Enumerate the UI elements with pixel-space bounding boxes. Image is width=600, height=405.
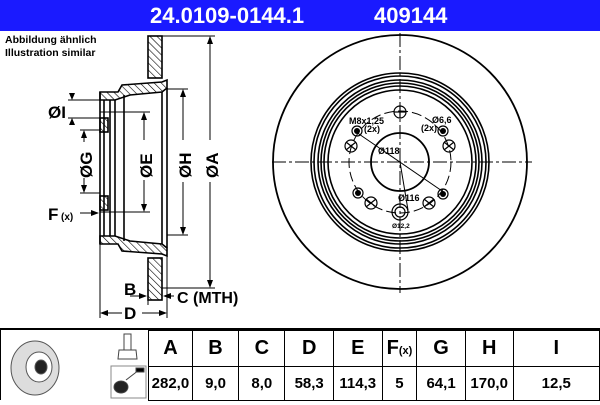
- value-C: 8,0: [238, 366, 286, 401]
- header-H: H: [464, 330, 514, 367]
- header-D: D: [284, 330, 334, 367]
- label-H: ØH: [176, 153, 195, 179]
- header-I: I: [512, 330, 600, 367]
- value-E: 114,3: [332, 366, 383, 401]
- reference-number: 409144: [374, 3, 448, 28]
- label-F: F: [48, 205, 58, 224]
- value-B: 9,0: [191, 366, 240, 401]
- label-E: ØE: [137, 153, 156, 178]
- label-bolt-hole: Ø12,2: [392, 223, 410, 230]
- header-G: G: [416, 330, 466, 367]
- technical-drawing: ØI ØG ØE ØH ØA F (x) B C (MTH) D: [48, 33, 532, 323]
- spec-value-row: 282,0 9,0 8,0 58,3 114,3 5 64,1 170,0 12…: [148, 366, 600, 401]
- brake-disc-icon: [10, 340, 60, 396]
- front-view: [272, 33, 532, 293]
- note-de: Abbildung ähnlich: [5, 34, 97, 46]
- label-C: C (MTH): [177, 290, 238, 307]
- label-F-sub: (x): [61, 212, 73, 223]
- title-bar: 24.0109-0144.1 409144: [0, 0, 600, 31]
- label-pcd-116: Ø116: [398, 193, 420, 203]
- value-H: 170,0: [464, 366, 514, 401]
- header-C: C: [238, 330, 286, 367]
- part-number: 24.0109-0144.1: [150, 3, 305, 28]
- side-section-view: [68, 35, 215, 318]
- value-I: 12,5: [512, 366, 600, 401]
- label-thread-count: (2x): [364, 124, 380, 134]
- header-F: F(x): [381, 330, 418, 367]
- value-D: 58,3: [284, 366, 334, 401]
- note-en: Illustration similar: [5, 47, 96, 59]
- grease-spray-icon: [110, 365, 147, 399]
- label-pcd-118: Ø118: [378, 146, 400, 156]
- spec-divider: [0, 328, 600, 400]
- value-F: 5: [381, 366, 418, 401]
- value-G: 64,1: [416, 366, 466, 401]
- label-B: B: [124, 280, 136, 299]
- header-B: B: [191, 330, 240, 367]
- thumbnail-panel: [0, 330, 148, 400]
- header-A: A: [148, 330, 193, 367]
- spec-header-row: A B C D E F(x) G H I: [148, 330, 600, 367]
- label-A: ØA: [203, 153, 222, 179]
- label-thread: M8x1,25: [349, 116, 384, 126]
- label-hole-count: (2x): [421, 123, 437, 133]
- illustration-note: Abbildung ähnlich Illustration similar: [5, 34, 97, 60]
- label-hole: Ø6,6: [432, 115, 452, 125]
- label-G: ØG: [77, 152, 96, 178]
- label-I: ØI: [48, 103, 66, 122]
- header-E: E: [332, 330, 383, 367]
- bolt-icon: [117, 333, 138, 360]
- label-D: D: [124, 304, 136, 323]
- value-A: 282,0: [148, 366, 193, 401]
- spec-table: A B C D E F(x) G H I 282,0 9,0 8,0 58,3 …: [148, 330, 600, 401]
